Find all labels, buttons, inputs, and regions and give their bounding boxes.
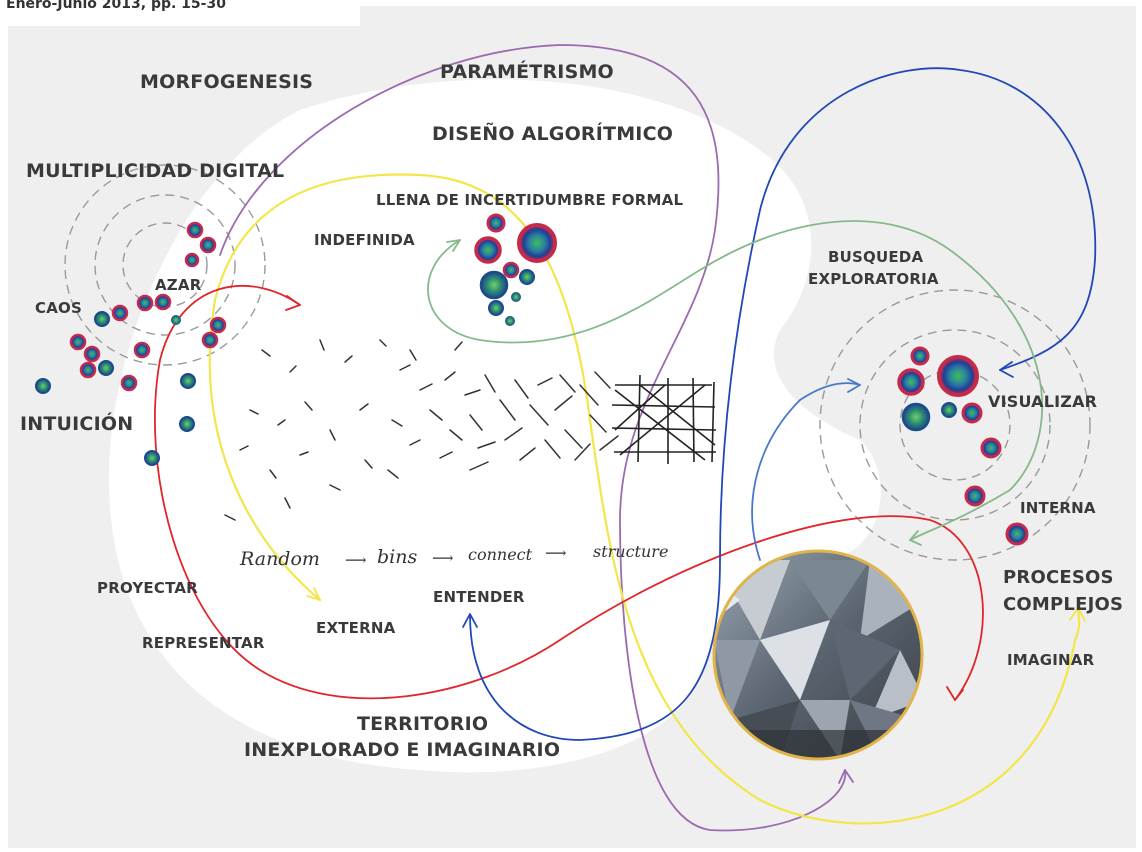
red-curve — [154, 285, 984, 701]
handwriting-arrow-1: ⟶ — [345, 551, 367, 569]
handwriting-notes: Random ⟶ bins ⟶ connect ⟶ structure — [239, 542, 668, 570]
handwriting-arrow-3: ⟶ — [545, 544, 567, 562]
blue-arrowhead-2 — [999, 361, 1014, 378]
label-proyectar: PROYECTAR — [97, 579, 198, 597]
handwriting-arrow-2: ⟶ — [432, 549, 454, 567]
dots-left — [35, 221, 227, 466]
label-imaginar: IMAGINAR — [1007, 651, 1095, 669]
green-arrowhead-2 — [909, 530, 922, 546]
label-caos: CAOS — [35, 299, 82, 317]
label-complejos: COMPLEJOS — [1003, 594, 1123, 615]
label-llena-de-incertidumbre: LLENA DE INCERTIDUMBRE FORMAL — [376, 191, 683, 209]
label-intuicion: INTUICIÓN — [20, 411, 133, 435]
blue-curve-right — [751, 382, 861, 561]
label-inexplorado: INEXPLORADO E IMAGINARIO — [244, 739, 560, 761]
purple-arrowhead — [838, 769, 854, 784]
territory-area — [108, 79, 881, 773]
label-procesos: PROCESOS — [1003, 567, 1114, 588]
structure-grid — [611, 374, 717, 464]
yellow-curve — [208, 173, 1081, 825]
label-parametrismo: PARAMÉTRISMO — [440, 60, 614, 83]
red-arrowhead-2 — [946, 686, 964, 701]
label-diseno-algoritmico: DISEÑO ALGORÍTMICO — [432, 121, 673, 145]
header-text: Enero-Junio 2013, pp. 15-30 — [6, 0, 226, 12]
dots-right — [897, 346, 1029, 546]
handwriting-random: Random — [239, 548, 320, 570]
page-header-fragment: Enero-Junio 2013, pp. 15-30 — [0, 0, 360, 26]
purple-curve — [219, 44, 846, 832]
dots-middle — [474, 213, 557, 326]
label-territorio: TERRITORIO — [357, 713, 488, 735]
blue-arrowhead-1 — [462, 613, 478, 628]
label-externa: EXTERNA — [316, 619, 396, 637]
label-multiplicidad-digital: MULTIPLICIDAD DIGITAL — [26, 160, 284, 182]
label-entender: ENTENDER — [433, 588, 525, 606]
green-curve — [427, 220, 1044, 541]
label-azar: AZAR — [155, 276, 202, 294]
label-representar: REPRESENTAR — [142, 634, 265, 652]
label-exploratoria: EXPLORATORIA — [808, 270, 939, 288]
yellow-arrowhead-2 — [1069, 607, 1086, 622]
label-busqueda: BUSQUEDA — [828, 248, 923, 266]
green-arrowhead-1 — [446, 239, 461, 252]
sketch-strokes — [224, 339, 619, 521]
handwriting-connect: connect — [468, 545, 533, 564]
label-indefinida: INDEFINIDA — [314, 231, 415, 249]
label-interna: INTERNA — [1020, 499, 1096, 517]
blue-arrowhead-3 — [847, 378, 861, 393]
yellow-arrowhead-1 — [306, 587, 321, 601]
handwriting-bins: bins — [377, 546, 417, 568]
label-morfogenesis: MORFOGENESIS — [140, 71, 313, 93]
blue-curve — [469, 67, 1097, 741]
red-arrowhead-1 — [285, 295, 301, 311]
label-visualizar: VISUALIZAR — [988, 392, 1097, 411]
handwriting-structure: structure — [593, 542, 668, 561]
building-photo — [712, 549, 924, 761]
